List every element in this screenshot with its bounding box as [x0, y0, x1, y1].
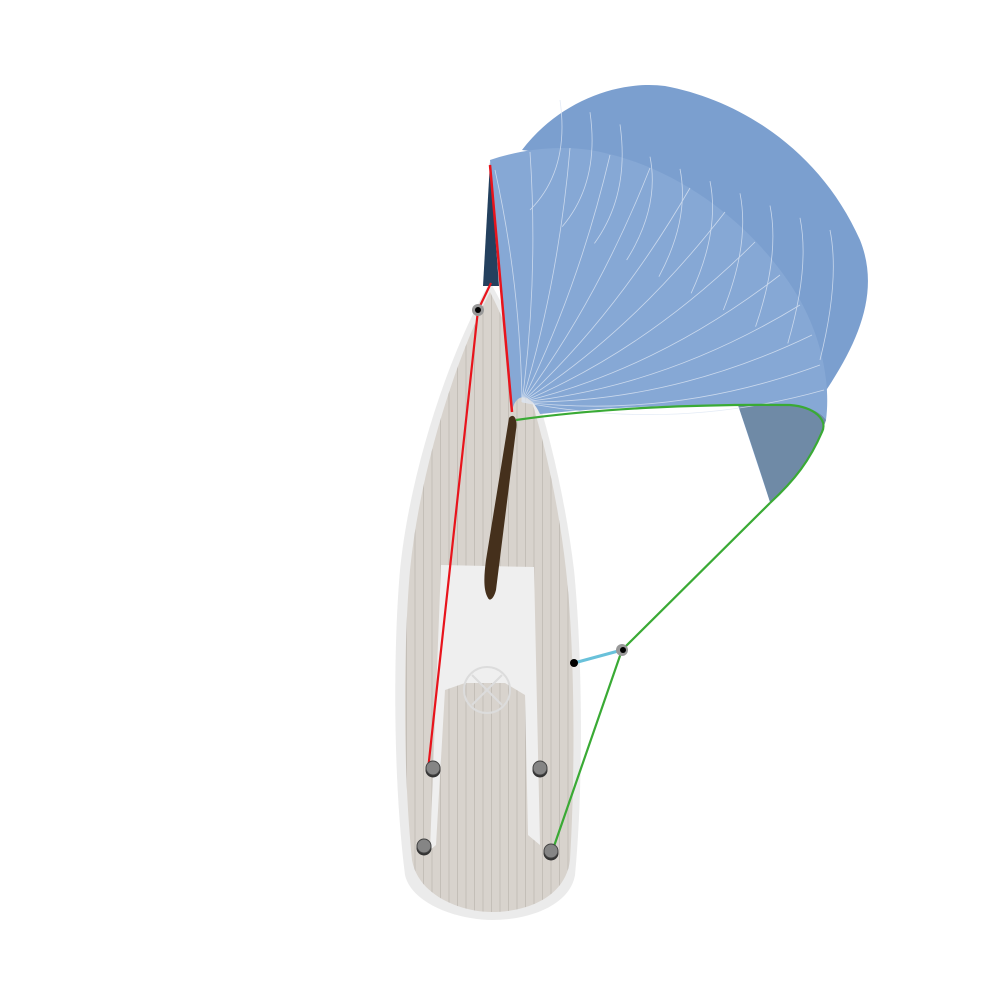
seam-line: [521, 211, 726, 403]
seam-line: [787, 217, 804, 344]
seam-line: [658, 168, 683, 277]
block-icon[interactable]: [616, 644, 628, 656]
seam-line: [722, 193, 744, 311]
seam-line: [521, 151, 534, 403]
helm-wheel-icon[interactable]: [463, 666, 511, 714]
seam-line: [521, 304, 801, 403]
barber-hauler[interactable]: [573, 648, 623, 665]
winch-icon[interactable]: [532, 760, 548, 778]
spinnaker-foot: [515, 403, 825, 504]
seam-line: [521, 364, 821, 407]
mast: [483, 162, 499, 286]
halyard-luff: [488, 164, 514, 413]
seam-line: [521, 147, 571, 403]
seam-line: [521, 334, 813, 403]
seam-line: [561, 112, 593, 227]
seam-line: [521, 167, 651, 403]
winch-icon[interactable]: [416, 838, 432, 856]
seam-line: [690, 181, 713, 294]
cockpit: [430, 565, 540, 850]
seam-line: [819, 229, 834, 361]
boom: [484, 415, 517, 600]
block-icon[interactable]: [472, 304, 484, 316]
seam-line: [521, 389, 825, 415]
seam-line: [521, 154, 611, 403]
spinnaker-shadow: [738, 403, 826, 502]
seam-line: [594, 124, 623, 244]
seam-line: [755, 205, 774, 327]
seam-line: [521, 274, 781, 403]
winch-icon[interactable]: [425, 760, 441, 778]
seam-line: [529, 99, 563, 211]
deck-fitting: [570, 659, 578, 667]
spinnaker-sheet[interactable]: [550, 502, 771, 853]
seam-line: [626, 156, 653, 261]
spinnaker-seams: [494, 99, 834, 415]
seam-line: [521, 241, 756, 403]
seam-line: [494, 169, 523, 403]
seam-line: [521, 187, 691, 403]
winch-icon[interactable]: [543, 843, 559, 861]
